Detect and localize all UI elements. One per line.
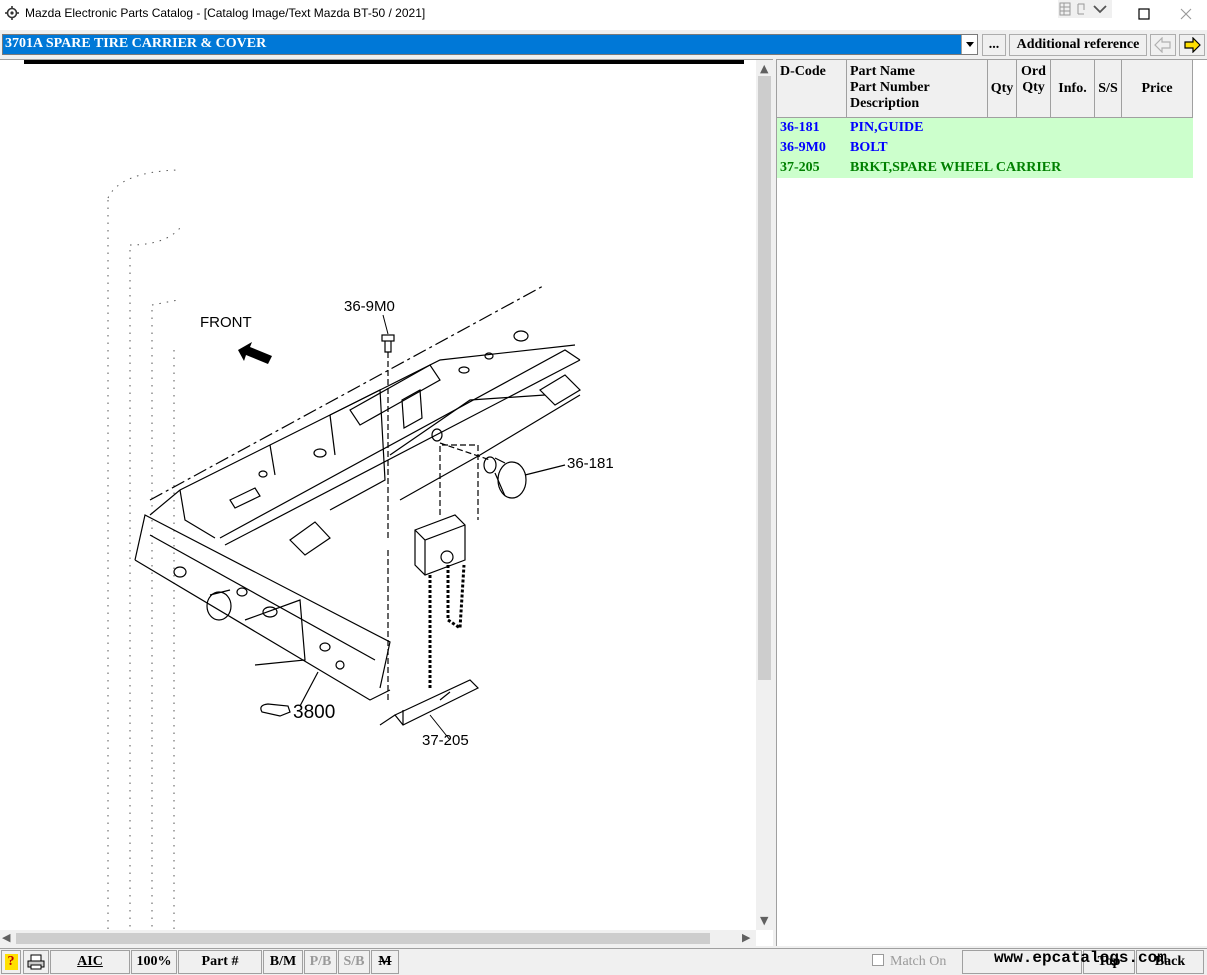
parts-table-header: D-Code Part Name Part Number Description… (777, 60, 1193, 118)
row-part-name: PIN,GUIDE (850, 120, 924, 135)
match-on-label: Match On (890, 954, 947, 969)
more-button[interactable]: ... (982, 34, 1006, 56)
scroll-right-icon[interactable]: ▶ (742, 931, 751, 944)
section-select-value: 3701A SPARE TIRE CARRIER & COVER (5, 36, 267, 51)
chevron-down-icon (965, 42, 974, 47)
section-select[interactable]: 3701A SPARE TIRE CARRIER & COVER (2, 34, 978, 55)
parts-diagram: FRONT (24, 60, 744, 930)
table-row[interactable]: 36-9M0 BOLT (777, 138, 1193, 158)
match-on-checkbox[interactable] (872, 954, 884, 966)
table-row[interactable]: 36-181 PIN,GUIDE (777, 118, 1193, 138)
pb-button[interactable]: P/B (304, 950, 337, 974)
column-header-ss[interactable]: S/S (1095, 60, 1122, 118)
title-bar: Mazda Electronic Parts Catalog - [Catalo… (0, 0, 1207, 30)
reference-3800-icon (260, 671, 319, 717)
m-button[interactable]: M (371, 950, 399, 974)
aic-button[interactable]: AIC (50, 950, 130, 974)
close-button[interactable] (1166, 0, 1206, 28)
parts-list-button[interactable] (962, 950, 1082, 974)
printer-icon (27, 954, 45, 970)
row-dcode: 37-205 (780, 160, 820, 175)
extra-toolbar-icons[interactable] (1058, 0, 1112, 18)
table-row[interactable]: 37-205 BRKT,SPARE WHEEL CARRIER (777, 158, 1193, 178)
parts-table-body: 36-181 PIN,GUIDE 36-9M0 BOLT 37-205 BRKT… (777, 118, 1193, 178)
row-dcode: 36-181 (780, 120, 820, 135)
watermark: www.epcatalogs.com (994, 949, 1167, 967)
bolt-36-9M0 (381, 334, 395, 540)
column-header-price[interactable]: Price (1122, 60, 1193, 118)
column-header-info[interactable]: Info. (1051, 60, 1095, 118)
header-row: 3701A SPARE TIRE CARRIER & COVER ... Add… (0, 32, 1207, 57)
sb-button[interactable]: S/B (338, 950, 370, 974)
close-icon (1180, 8, 1192, 20)
forward-arrow-button[interactable] (1179, 34, 1205, 56)
status-bar: ? AIC 100% Part # B/M P/B S/B M Match On… (0, 948, 1207, 975)
callout-36-181: 36-181 (567, 455, 614, 472)
zoom-button[interactable]: 100% (131, 950, 177, 974)
callout-3800: 3800 (293, 702, 335, 723)
row-part-name: BOLT (850, 140, 888, 155)
illustration-pane: FRONT (0, 59, 773, 947)
dropdown-button[interactable] (961, 35, 977, 54)
front-arrow-icon (238, 342, 272, 364)
part-number-button[interactable]: Part # (178, 950, 262, 974)
column-header-ord-qty[interactable]: Ord Qty (1017, 60, 1051, 118)
row-part-name: BRKT,SPARE WHEEL CARRIER (850, 160, 1062, 175)
gear-icon (5, 6, 19, 20)
column-header-dcode[interactable]: D-Code (777, 60, 847, 118)
help-icon: ? (4, 954, 18, 970)
bm-button[interactable]: B/M (263, 950, 303, 974)
horizontal-scroll-thumb[interactable] (16, 933, 710, 944)
window-title: Mazda Electronic Parts Catalog - [Catalo… (25, 6, 426, 20)
front-label: FRONT (200, 314, 252, 331)
illustration-horizontal-scrollbar[interactable]: ◀ ▶ (0, 930, 756, 947)
pin-36-181 (439, 442, 566, 499)
additional-reference-button[interactable]: Additional reference (1009, 34, 1147, 56)
arrow-right-icon (1184, 37, 1201, 53)
back-button[interactable]: Back (1136, 950, 1204, 974)
callout-36-9M0: 36-9M0 (344, 298, 395, 315)
illustration-vertical-scrollbar[interactable]: ▲ ▼ (756, 60, 773, 930)
scroll-down-icon[interactable]: ▼ (760, 914, 769, 927)
column-header-part-name[interactable]: Part Name Part Number Description (847, 60, 988, 118)
callout-37-205: 37-205 (422, 732, 469, 749)
column-header-qty[interactable]: Qty (988, 60, 1017, 118)
parts-list-pane: D-Code Part Name Part Number Description… (776, 59, 1207, 946)
maximize-button[interactable] (1124, 0, 1164, 28)
arrow-left-icon (1154, 37, 1171, 53)
bracket-37-205 (379, 444, 480, 726)
scroll-up-icon[interactable]: ▲ (760, 62, 769, 75)
vertical-scroll-thumb[interactable] (758, 76, 771, 680)
top-button[interactable]: Top (1083, 950, 1135, 974)
row-dcode: 36-9M0 (780, 140, 826, 155)
back-arrow-button[interactable] (1150, 34, 1176, 56)
help-button[interactable]: ? (1, 950, 21, 974)
scroll-left-icon[interactable]: ◀ (2, 931, 11, 944)
print-button[interactable] (23, 950, 49, 974)
